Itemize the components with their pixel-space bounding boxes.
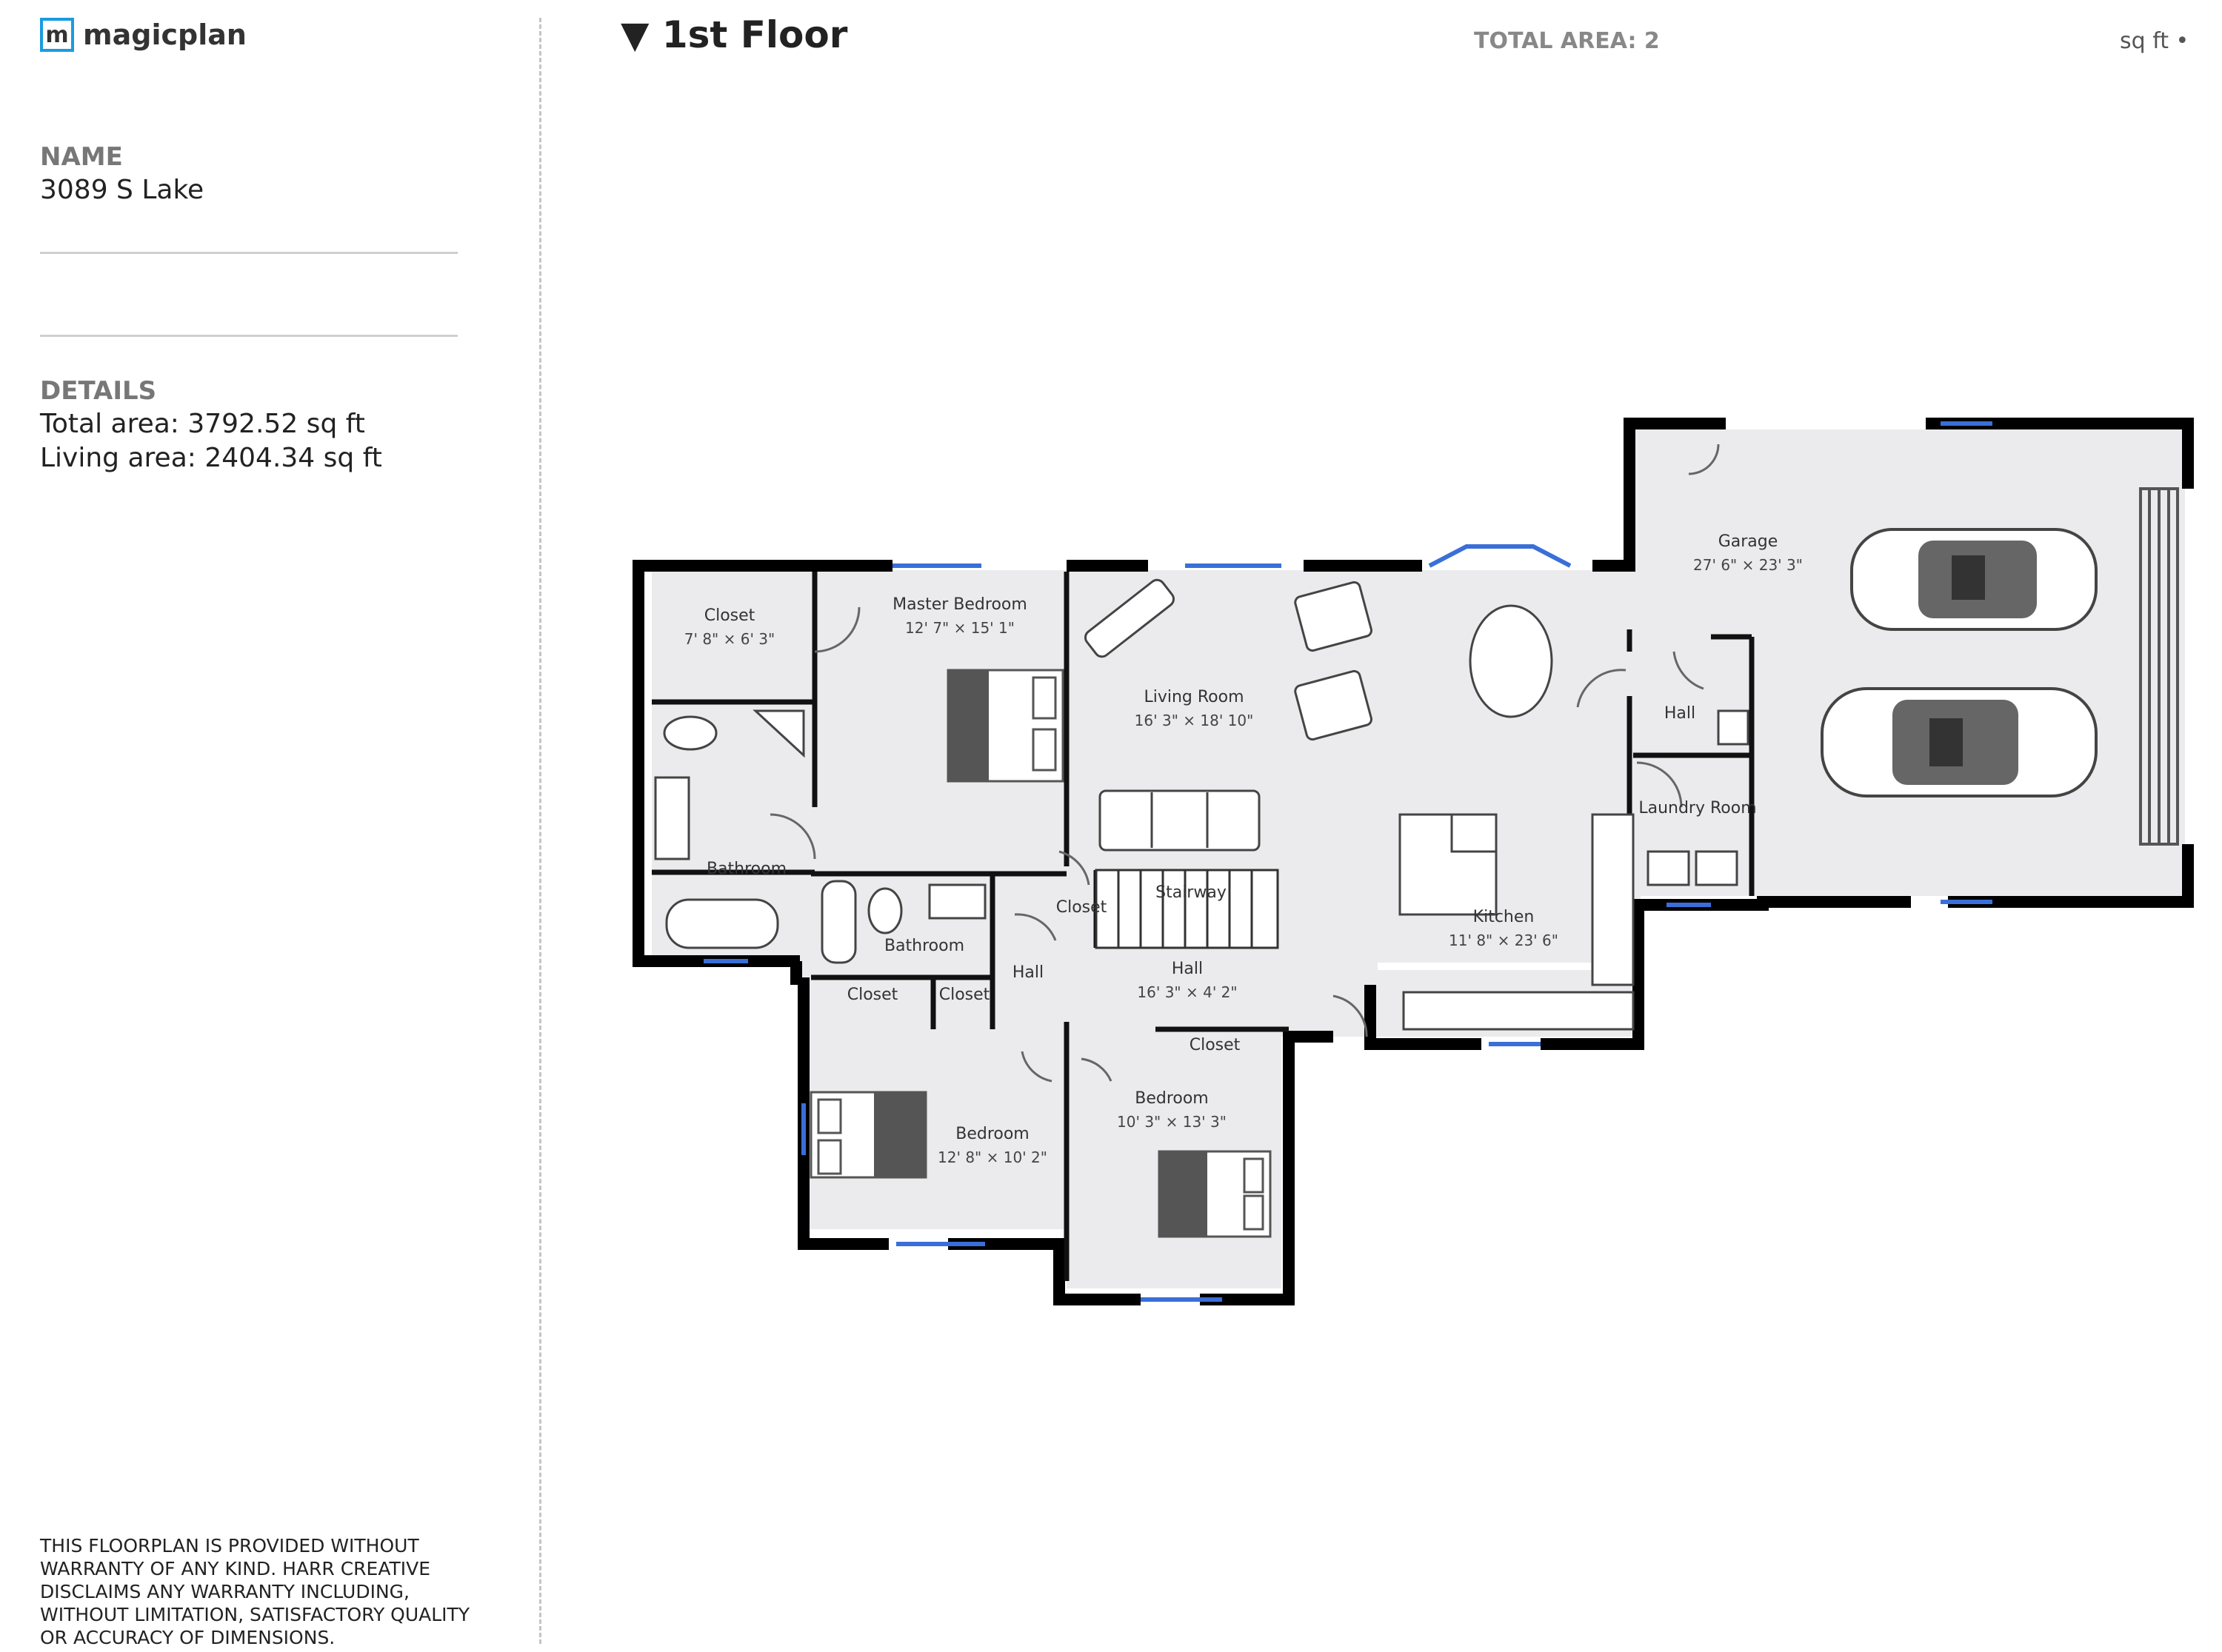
- room-dims-master-bedroom: 12' 7" × 15' 1": [905, 619, 1015, 637]
- room-name-hall: Hall: [1172, 960, 1203, 978]
- room-dims-living-room: 16' 3" × 18' 10": [1135, 712, 1254, 729]
- room-name-bathroom: Bathroom: [707, 860, 787, 878]
- unit-selector[interactable]: sq ft •: [2120, 28, 2189, 54]
- bed-icon: [810, 1091, 927, 1179]
- room-name-living-room: Living Room: [1144, 688, 1244, 706]
- bed-icon: [947, 669, 1064, 783]
- car-icon: [1850, 528, 2098, 631]
- room-dims-bedroom: 10' 3" × 13' 3": [1117, 1113, 1227, 1131]
- room-name-stairway: Stairway: [1155, 883, 1227, 902]
- sidebar: m magicplan NAME 3089 S Lake DETAILS Tot…: [0, 0, 539, 1652]
- divider: [40, 252, 458, 254]
- sidebar-separator: [539, 18, 541, 1644]
- room-name-kitchen: Kitchen: [1473, 908, 1535, 926]
- room-name-laundry-room: Laundry Room: [1638, 799, 1756, 817]
- room-name-closet: Closet: [704, 606, 755, 625]
- living-area-value: Living area: 2404.34 sq ft: [40, 443, 382, 473]
- room-name-garage: Garage: [1718, 532, 1778, 551]
- room-dims-garage: 27' 6" × 23' 3": [1693, 556, 1803, 574]
- room-name-master-bedroom: Master Bedroom: [893, 595, 1027, 614]
- stairway-icon: [1095, 869, 1279, 949]
- windows: [704, 421, 1992, 1302]
- room-name-closet: Closet: [847, 986, 898, 1004]
- room-name-hall: Hall: [1012, 963, 1044, 982]
- logo-icon: m: [40, 18, 74, 52]
- logo-text: magicplan: [83, 19, 247, 51]
- magicplan-logo[interactable]: m magicplan: [40, 18, 247, 52]
- garage-door: [2139, 487, 2179, 846]
- name-value: 3089 S Lake: [40, 175, 204, 205]
- floor-total-area: TOTAL AREA: 2: [1474, 28, 1660, 54]
- room-name-closet: Closet: [1190, 1036, 1241, 1054]
- room-dims-closet: 7' 8" × 6' 3": [684, 630, 775, 648]
- name-label: NAME: [40, 142, 123, 172]
- room-name-bathroom: Bathroom: [884, 937, 964, 955]
- room-name-hall: Hall: [1664, 704, 1695, 723]
- room-dims-bedroom: 12' 8" × 10' 2": [938, 1148, 1047, 1166]
- room-dims-hall: 16' 3" × 4' 2": [1137, 983, 1237, 1001]
- room-name-closet: Closet: [1056, 898, 1107, 917]
- furniture: [654, 578, 1749, 1031]
- room-name-bedroom: Bedroom: [955, 1125, 1030, 1143]
- bed-icon: [1158, 1150, 1272, 1238]
- floor-title[interactable]: ▼ 1st Floor: [621, 13, 848, 56]
- car-icon: [1821, 687, 2098, 797]
- disclaimer: THIS FLOORPLAN IS PROVIDED WITHOUT WARRA…: [40, 1535, 470, 1648]
- divider: [40, 335, 458, 337]
- room-dims-kitchen: 11' 8" × 23' 6": [1449, 932, 1558, 949]
- room-name-closet: Closet: [939, 986, 990, 1004]
- door-swings: [770, 444, 1720, 1083]
- total-area-value: Total area: 3792.52 sq ft: [40, 409, 365, 439]
- details-label: DETAILS: [40, 376, 157, 406]
- room-name-bedroom: Bedroom: [1135, 1089, 1209, 1108]
